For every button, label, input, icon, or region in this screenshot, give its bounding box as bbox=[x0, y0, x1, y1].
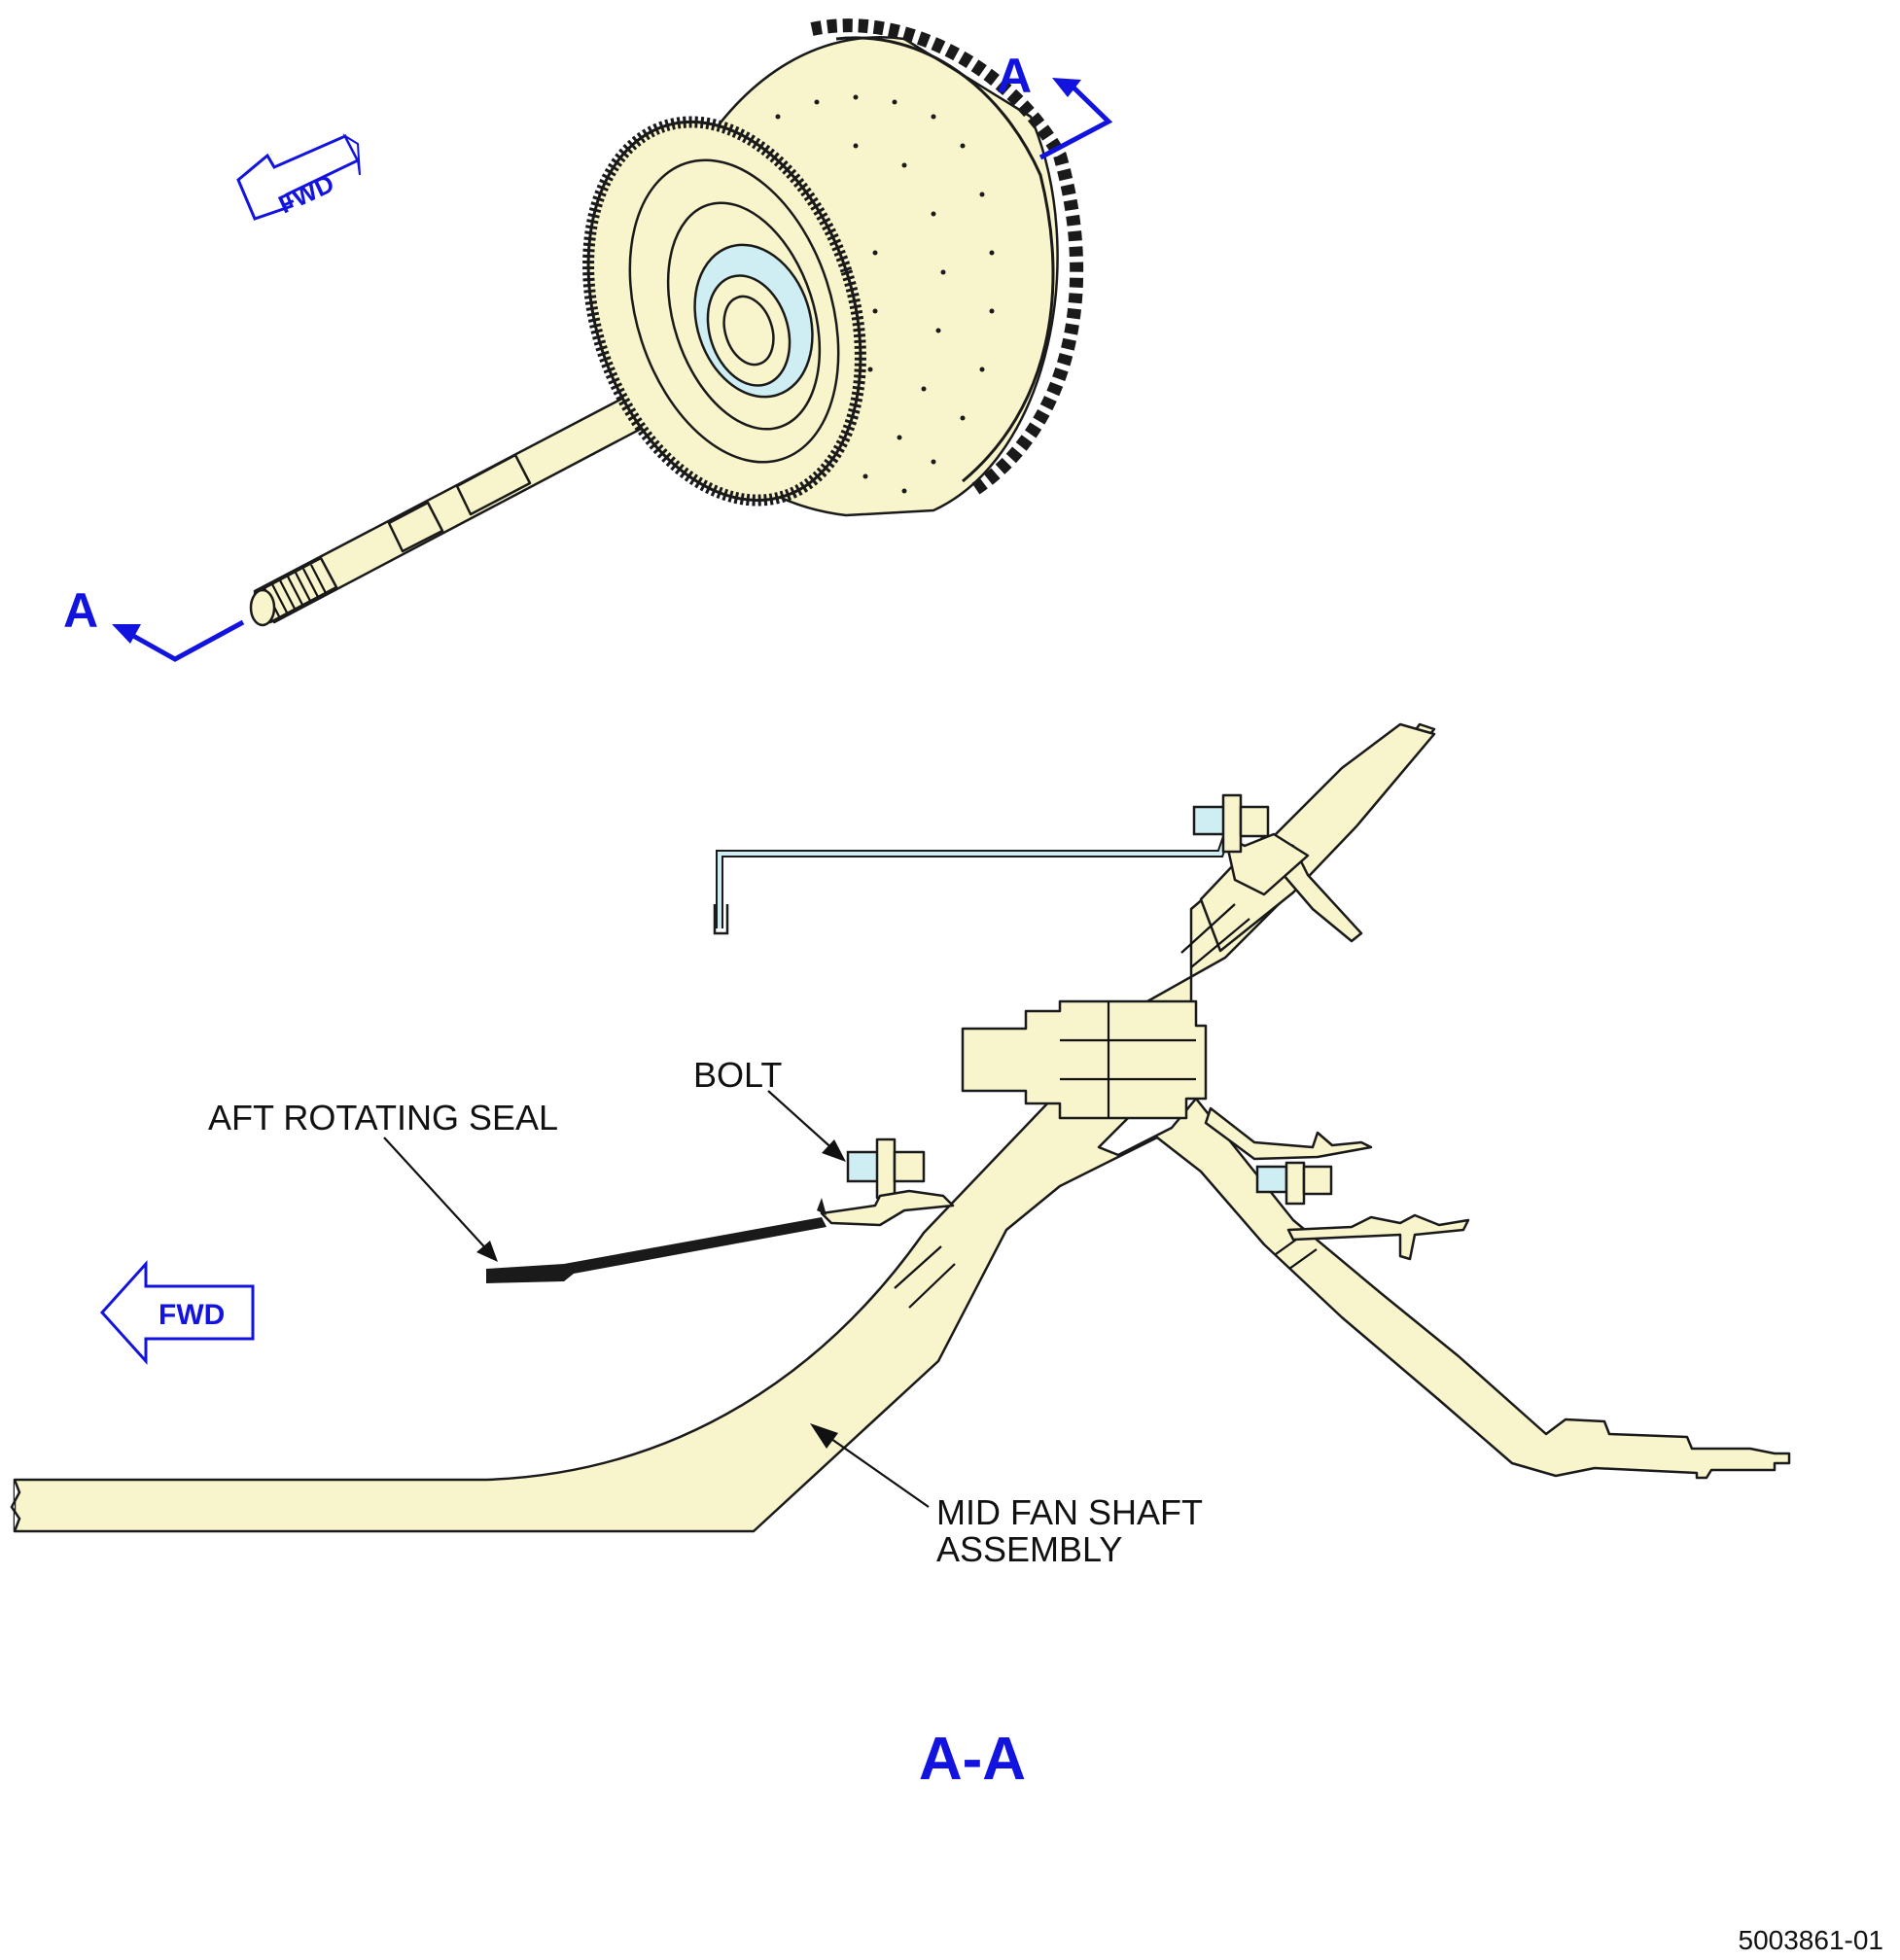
fwd-arrow-section-icon: FWD bbox=[99, 1260, 255, 1365]
leader-arrowheads bbox=[476, 1139, 846, 1449]
fwd-arrow-iso-icon: FWD bbox=[236, 133, 361, 221]
section-title: A-A bbox=[919, 1726, 1026, 1793]
section-arrowheads bbox=[112, 78, 1081, 644]
section-marker-top: A bbox=[997, 49, 1032, 103]
aft-rotating-seal-part bbox=[486, 1217, 827, 1283]
mid-fan-shaft-label-line1: MID FAN SHAFT bbox=[936, 1492, 1203, 1532]
rotor-assembly-illustration bbox=[249, 18, 1084, 627]
section-cut-line bbox=[124, 84, 1113, 662]
leader-lines bbox=[383, 1090, 930, 1508]
figure-number: 5003861-01 bbox=[1739, 1925, 1883, 1955]
section-marker-bottom: A bbox=[63, 583, 98, 638]
bolt-label: BOLT bbox=[693, 1055, 782, 1095]
mid-fan-shaft-label-line2: ASSEMBLY bbox=[936, 1529, 1122, 1569]
bolt-head bbox=[846, 1150, 881, 1183]
section-view-illustration bbox=[10, 722, 1791, 1533]
aft-rotating-seal-label: AFT ROTATING SEAL bbox=[208, 1098, 558, 1138]
svg-text:FWD: FWD bbox=[158, 1299, 225, 1331]
